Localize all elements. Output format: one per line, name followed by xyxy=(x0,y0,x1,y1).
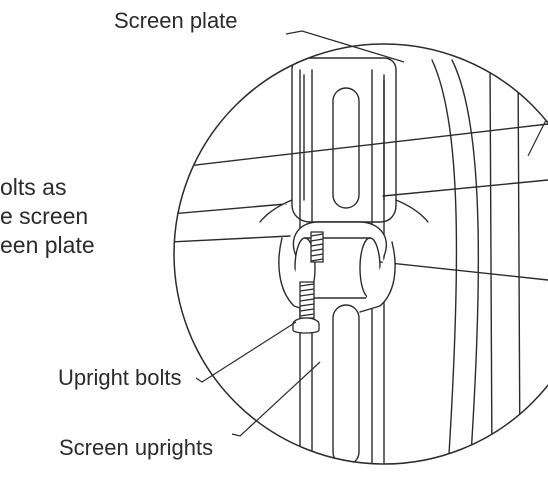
label-upright-bolts: Upright bolts xyxy=(58,365,182,390)
upright-bolt xyxy=(292,231,324,334)
leader-screen-uprights xyxy=(231,361,321,437)
label-screen-plate: Screen plate xyxy=(114,8,238,33)
screen-plate-bracket xyxy=(259,57,429,223)
instruction-line-2: e screen xyxy=(0,203,89,229)
instruction-line-3: een plate xyxy=(0,232,95,258)
leader-lines xyxy=(195,30,547,437)
leader-screen-plate xyxy=(285,30,405,63)
leader-upright-bolts xyxy=(195,321,297,383)
leader-right-edge xyxy=(527,119,547,157)
screen-frame-edges xyxy=(431,59,521,464)
label-screen-uprights: Screen uprights xyxy=(59,435,214,460)
instruction-line-1: olts as xyxy=(0,174,67,200)
